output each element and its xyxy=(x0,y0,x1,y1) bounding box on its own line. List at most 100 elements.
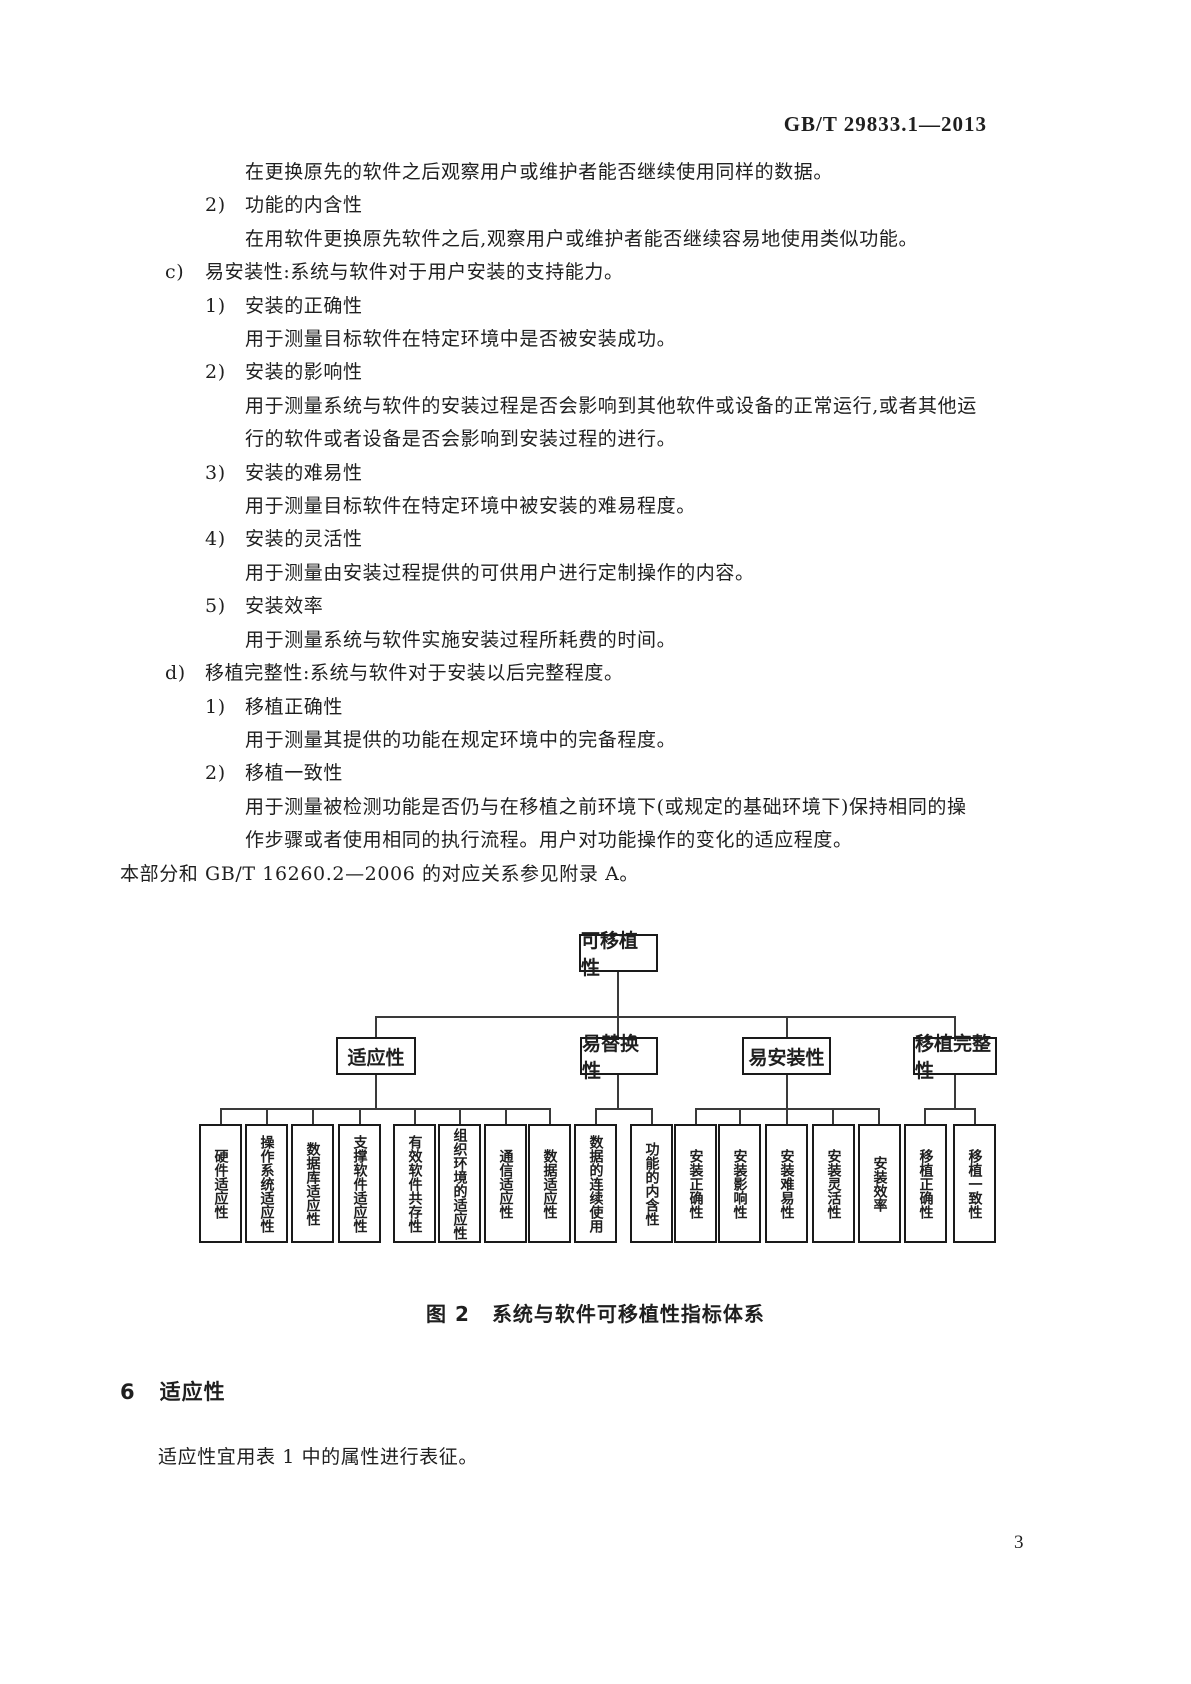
node-label: 安装影响性 xyxy=(731,1148,748,1219)
connector-line xyxy=(505,1108,507,1124)
connector-line xyxy=(786,1108,788,1124)
list-marker: c) xyxy=(165,261,185,284)
connector-line xyxy=(266,1108,268,1124)
standard-number-header: GB/T 29833.1—2013 xyxy=(783,112,987,136)
body-text-block: 在更换原先的软件之后观察用户或维护者能否继续使用同样的数据。 2)功能的内含性 … xyxy=(120,156,1000,891)
tree-node-leaf: 安装难易性 xyxy=(765,1124,808,1243)
connector-line xyxy=(359,1108,361,1124)
connector-line xyxy=(459,1108,461,1124)
connector-line xyxy=(786,1075,788,1108)
figure-caption: 图 2 系统与软件可移植性指标体系 xyxy=(0,1298,1191,1327)
node-label: 支撑软件适应性 xyxy=(351,1134,368,1233)
body-line: 用于测量目标软件在特定环境中被安装的难易程度。 xyxy=(245,495,696,518)
body-line: 本部分和 GB/T 16260.2—2006 的对应关系参见附录 A。 xyxy=(120,862,640,885)
body-line: 用于测量被检测功能是否仍与在移植之前环境下(或规定的基础环境下)保持相同的操 xyxy=(245,795,967,818)
list-marker: 2) xyxy=(205,194,226,217)
tree-node-leaf: 安装正确性 xyxy=(674,1124,717,1243)
tree-node-leaf: 移植正确性 xyxy=(904,1124,947,1243)
body-line: 作步骤或者使用相同的执行流程。用户对功能操作的变化的适应程度。 xyxy=(245,829,853,852)
body-line: 用于测量系统与软件的安装过程是否会影响到其他软件或设备的正常运行,或者其他运 xyxy=(245,394,977,417)
connector-line xyxy=(549,1108,551,1124)
node-label: 硬件适应性 xyxy=(212,1148,229,1219)
tree-node-leaf: 通信适应性 xyxy=(484,1124,527,1243)
node-label: 移植一致性 xyxy=(966,1148,983,1219)
section-title: 适应性 xyxy=(159,1380,226,1404)
list-marker: d) xyxy=(165,662,186,685)
connector-line xyxy=(595,1108,597,1124)
node-label: 有效软件共存性 xyxy=(406,1134,423,1233)
connector-line xyxy=(924,1108,926,1124)
tree-node-leaf: 硬件适应性 xyxy=(199,1124,242,1243)
connector-line xyxy=(220,1108,550,1110)
figure-number: 图 2 xyxy=(426,1302,470,1326)
connector-line xyxy=(617,972,619,1037)
node-label: 安装难易性 xyxy=(778,1148,795,1219)
node-label: 组织环境的适应性 xyxy=(451,1127,468,1240)
list-marker: 2) xyxy=(205,762,226,785)
line-text: 安装的正确性 xyxy=(245,294,363,317)
connector-line xyxy=(832,1108,834,1124)
connector-line xyxy=(954,1016,956,1037)
node-label: 易安装性 xyxy=(748,1046,825,1069)
body-line: 1)移植正确性 xyxy=(120,691,1000,724)
node-label: 数据适应性 xyxy=(541,1148,558,1219)
connector-line xyxy=(375,1016,955,1018)
node-label: 移植完整性 xyxy=(915,1033,992,1082)
connector-line xyxy=(651,1108,653,1124)
body-line: 行的软件或者设备是否会影响到安装过程的进行。 xyxy=(245,428,677,451)
body-line: 4)安装的灵活性 xyxy=(120,523,1000,556)
body-line: c) 易安装性:系统与软件对于用户安装的支持能力。 xyxy=(120,256,1000,289)
node-label: 可移植性 xyxy=(581,930,639,979)
tree-node-leaf: 数据库适应性 xyxy=(291,1124,334,1243)
connector-line xyxy=(954,1075,956,1108)
connector-line xyxy=(375,1075,377,1108)
line-text: 安装的难易性 xyxy=(245,461,363,484)
connector-line xyxy=(924,1108,975,1110)
connector-line xyxy=(695,1108,697,1124)
body-line: 2)功能的内含性 xyxy=(120,189,1000,222)
tree-node-leaf: 移植一致性 xyxy=(953,1124,996,1243)
node-label: 通信适应性 xyxy=(497,1148,514,1219)
node-label: 安装效率 xyxy=(871,1155,888,1212)
connector-line xyxy=(220,1108,222,1124)
connector-line xyxy=(617,1075,619,1108)
body-line: 1) 安装的正确性 xyxy=(120,290,1000,323)
section-number: 6 xyxy=(120,1380,136,1404)
connector-line xyxy=(595,1108,652,1110)
tree-node-root: 可移植性 xyxy=(579,930,658,979)
connector-line xyxy=(375,1016,377,1037)
line-text: 安装效率 xyxy=(245,595,324,618)
list-marker: 3) xyxy=(205,461,226,484)
line-text: 移植正确性 xyxy=(245,695,344,718)
tree-node-leaf: 数据的连续使用 xyxy=(574,1124,617,1243)
body-line: 2) 移植一致性 xyxy=(120,757,1000,790)
node-label: 功能的内含性 xyxy=(643,1141,660,1226)
list-marker: 1) xyxy=(205,294,226,317)
tree-node-leaf: 安装灵活性 xyxy=(812,1124,855,1243)
line-text: 移植一致性 xyxy=(245,762,344,785)
page-number: 3 xyxy=(1014,1532,1024,1553)
body-line: 用于测量由安装过程提供的可供用户进行定制操作的内容。 xyxy=(245,561,755,584)
tree-node-group: 移植完整性 xyxy=(913,1033,997,1082)
tree-node-leaf: 数据适应性 xyxy=(528,1124,571,1243)
tree-node-group: 适应性 xyxy=(336,1037,416,1075)
tree-node-leaf: 安装效率 xyxy=(858,1124,901,1243)
figure-title: 系统与软件可移植性指标体系 xyxy=(491,1302,765,1326)
line-text: 易安装性:系统与软件对于用户安装的支持能力。 xyxy=(205,261,624,284)
body-line: 2) 安装的影响性 xyxy=(120,356,1000,389)
body-line: d) 移植完整性:系统与软件对于安装以后完整程度。 xyxy=(120,657,1000,690)
body-line: 在用软件更换原先软件之后,观察用户或维护者能否继续容易地使用类似功能。 xyxy=(245,227,919,250)
tree-node-group: 易替换性 xyxy=(580,1033,658,1082)
list-marker: 2) xyxy=(205,361,226,384)
tree-node-leaf: 功能的内含性 xyxy=(630,1124,673,1243)
body-line: 用于测量目标软件在特定环境中是否被安装成功。 xyxy=(245,328,677,351)
tree-node-leaf: 组织环境的适应性 xyxy=(438,1124,481,1243)
line-text: 安装的影响性 xyxy=(245,361,363,384)
node-label: 移植正确性 xyxy=(917,1148,934,1219)
connector-line xyxy=(786,1016,788,1037)
connector-line xyxy=(414,1108,416,1124)
line-text: 移植完整性:系统与软件对于安装以后完整程度。 xyxy=(205,662,624,685)
body-line: 在更换原先的软件之后观察用户或维护者能否继续使用同样的数据。 xyxy=(245,161,834,183)
tree-node-group: 易安装性 xyxy=(742,1037,831,1075)
